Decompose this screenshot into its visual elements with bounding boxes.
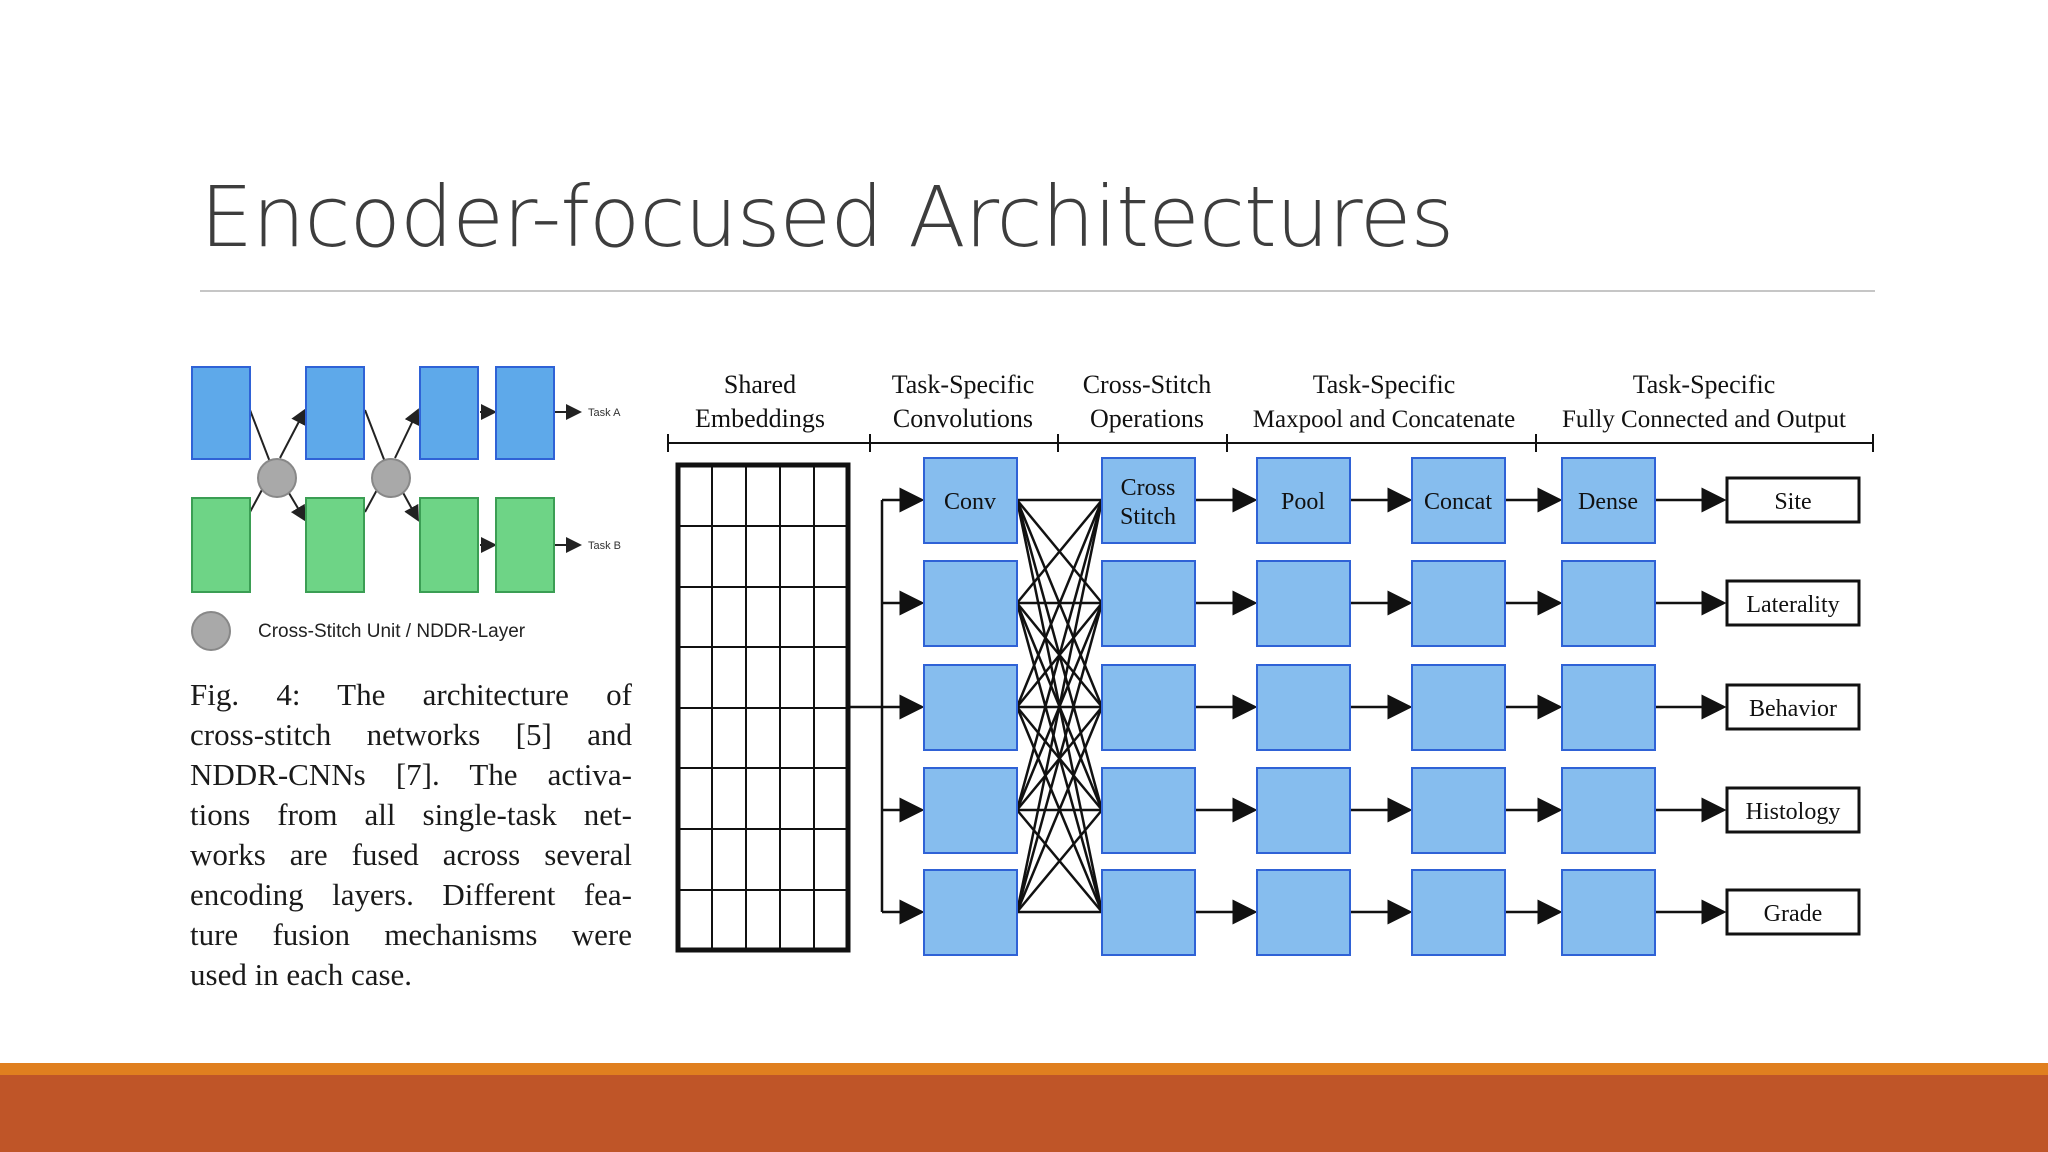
stage-maxpool-line2: Maxpool and Concatenate bbox=[1253, 406, 1515, 433]
title-divider bbox=[200, 290, 1875, 292]
dense-column bbox=[1561, 457, 1656, 956]
caption-line: cross-stitch networks [5] and bbox=[190, 717, 632, 752]
conv-block bbox=[923, 457, 1018, 544]
caption-line: Fig. 4: The architecture of bbox=[190, 677, 632, 712]
output-label-histology: Histology bbox=[1746, 799, 1841, 825]
dense-block bbox=[1561, 664, 1656, 751]
pipeline-arrows bbox=[1195, 487, 1727, 925]
concat-block bbox=[1411, 457, 1506, 544]
dense-block bbox=[1561, 560, 1656, 647]
cross-stitch-block bbox=[1101, 560, 1196, 647]
shared-embedding-grid bbox=[675, 462, 851, 953]
conv-label: Conv bbox=[944, 489, 996, 515]
dense-block bbox=[1561, 457, 1656, 544]
task-a-layer-3 bbox=[419, 366, 479, 460]
footer-bar bbox=[0, 1075, 2048, 1152]
pool-block bbox=[1256, 664, 1351, 751]
stage-maxpool-line1: Task-Specific bbox=[1313, 370, 1456, 399]
task-b-layer-3 bbox=[419, 497, 479, 593]
task-a-layer-4 bbox=[495, 366, 555, 460]
concat-block bbox=[1411, 767, 1506, 854]
stage-ruler bbox=[667, 434, 1874, 452]
pool-block bbox=[1256, 457, 1351, 544]
pool-column bbox=[1256, 457, 1351, 956]
output-label-grade: Grade bbox=[1764, 901, 1823, 927]
stage-cross-stitch-line1: Cross-Stitch bbox=[1083, 370, 1212, 399]
cross-stitch-connections bbox=[1015, 498, 1104, 914]
figure-caption: Fig. 4: The architecture of cross-stitch… bbox=[190, 675, 632, 995]
conv-block bbox=[923, 664, 1018, 751]
task-b-layer-1 bbox=[191, 497, 251, 593]
conv-block bbox=[923, 767, 1018, 854]
stage-shared-embeddings-line2: Embeddings bbox=[695, 404, 825, 433]
task-a-layer-1 bbox=[191, 366, 251, 460]
concat-block bbox=[1411, 869, 1506, 956]
conv-block bbox=[923, 560, 1018, 647]
legend-unit-icon bbox=[191, 611, 231, 651]
pool-block bbox=[1256, 767, 1351, 854]
caption-line: encoding layers. Different fea- bbox=[190, 877, 632, 912]
output-label-behavior: Behavior bbox=[1749, 696, 1837, 722]
task-b-layer-2 bbox=[305, 497, 365, 593]
stage-dense-line1: Task-Specific bbox=[1633, 370, 1776, 399]
caption-line: tions from all single-task net- bbox=[190, 797, 632, 832]
cross-stitch-block bbox=[1101, 869, 1196, 956]
conv-block bbox=[923, 869, 1018, 956]
output-box-histology bbox=[1725, 786, 1861, 834]
task-b-layer-4 bbox=[495, 497, 555, 593]
output-boxes bbox=[1725, 476, 1861, 936]
task-a-label: Task A bbox=[588, 407, 621, 419]
cross-stitch-block bbox=[1101, 767, 1196, 854]
stage-convolutions-line2: Convolutions bbox=[893, 404, 1033, 433]
output-box-behavior bbox=[1725, 683, 1861, 731]
concat-block bbox=[1411, 664, 1506, 751]
output-label-site: Site bbox=[1774, 489, 1811, 515]
concat-label: Concat bbox=[1424, 489, 1492, 515]
cross-stitch-label-line1: Cross bbox=[1121, 475, 1176, 501]
caption-line: ture fusion mechanisms were bbox=[190, 917, 632, 952]
stage-cross-stitch-line2: Operations bbox=[1090, 404, 1204, 433]
stage-convolutions-line1: Task-Specific bbox=[892, 370, 1035, 399]
cross-stitch-block bbox=[1101, 457, 1196, 544]
pool-label: Pool bbox=[1281, 489, 1325, 515]
dense-block bbox=[1561, 869, 1656, 956]
cross-stitch-block bbox=[1101, 664, 1196, 751]
caption-line: works are fused across several bbox=[190, 837, 632, 872]
task-a-layer-2 bbox=[305, 366, 365, 460]
stage-shared-embeddings-line1: Shared bbox=[724, 370, 796, 399]
footer-accent-stripe bbox=[0, 1063, 2048, 1075]
caption-line: used in each case. bbox=[190, 957, 413, 992]
output-box-laterality bbox=[1725, 579, 1861, 627]
embedding-fanout bbox=[848, 487, 925, 925]
pool-block bbox=[1256, 869, 1351, 956]
cross-stitch-unit-2 bbox=[371, 458, 411, 498]
slide-title: Encoder-focused Architectures bbox=[200, 168, 1454, 266]
concat-column bbox=[1411, 457, 1506, 956]
stage-dense-line2: Fully Connected and Output bbox=[1562, 406, 1846, 433]
conv-column bbox=[923, 457, 1018, 956]
output-label-laterality: Laterality bbox=[1746, 592, 1839, 618]
dense-block bbox=[1561, 767, 1656, 854]
cross-stitch-column bbox=[1101, 457, 1196, 956]
cross-stitch-network-diagram: Task A Task B Cross-Stitch Unit / NDDR-L… bbox=[191, 366, 621, 651]
caption-line: NDDR-CNNs [7]. The activa- bbox=[190, 757, 632, 792]
pool-block bbox=[1256, 560, 1351, 647]
dense-label: Dense bbox=[1578, 489, 1638, 515]
output-box-grade bbox=[1725, 888, 1861, 936]
output-box-site bbox=[1725, 476, 1861, 524]
cross-stitch-label-line2: Stitch bbox=[1120, 504, 1176, 530]
legend-label: Cross-Stitch Unit / NDDR-Layer bbox=[258, 621, 526, 642]
task-b-label: Task B bbox=[588, 540, 621, 552]
concat-block bbox=[1411, 560, 1506, 647]
cross-stitch-unit-1 bbox=[257, 458, 297, 498]
